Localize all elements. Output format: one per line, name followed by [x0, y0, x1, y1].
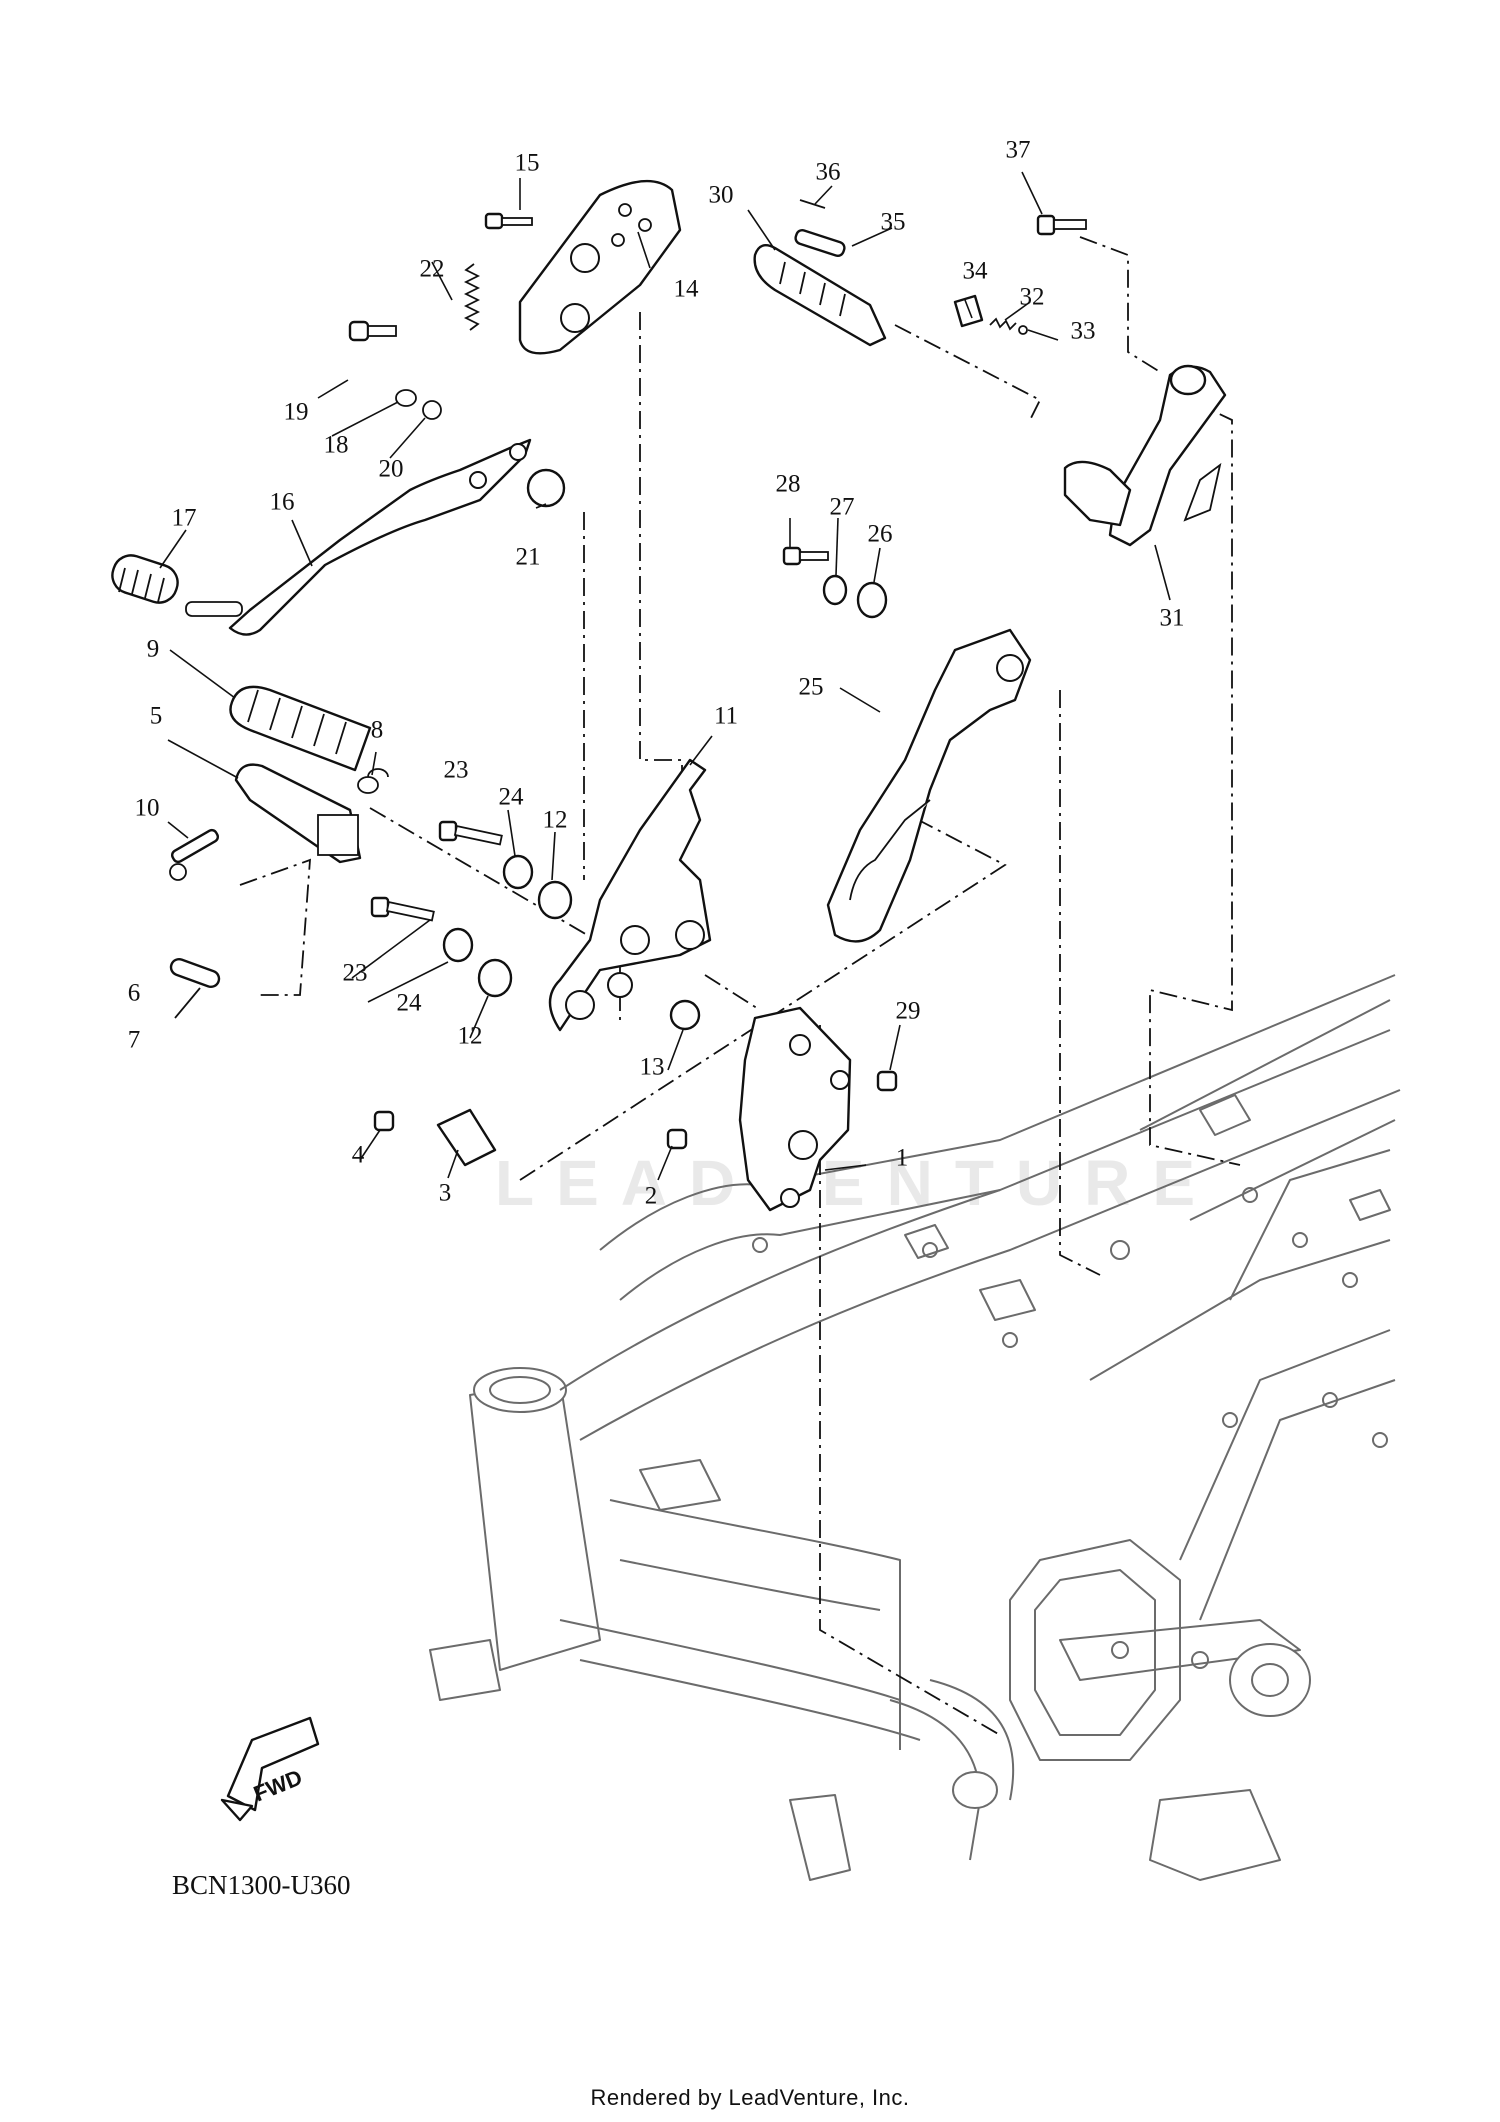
callout-leaders: [159, 171, 1171, 1181]
callout-27[interactable]: 27: [829, 493, 855, 521]
callout-24-lower[interactable]: 24: [396, 989, 422, 1017]
callout-20[interactable]: 20: [378, 455, 404, 483]
callout-33[interactable]: 33: [1070, 317, 1096, 345]
watermark-text: LEADVENTURE: [495, 1147, 1218, 1219]
ball-33: [1018, 325, 1028, 335]
damper-26: [856, 581, 888, 619]
collar-13: [669, 999, 701, 1031]
callout-22[interactable]: 22: [419, 255, 445, 283]
callout-14[interactable]: 14: [673, 275, 699, 303]
washer-24-upper: [502, 854, 534, 890]
callout-23-upper[interactable]: 23: [443, 756, 469, 784]
footpeg-5: [234, 763, 362, 864]
bolt-28: [782, 546, 829, 566]
bolt-23-upper: [438, 820, 503, 846]
diagram-code: BCN1300-U360: [172, 1870, 351, 1900]
callout-1[interactable]: 1: [895, 1144, 909, 1172]
callout-4[interactable]: 4: [351, 1141, 365, 1169]
callout-31[interactable]: 31: [1159, 604, 1185, 632]
callout-21[interactable]: 21: [515, 543, 541, 571]
callout-26[interactable]: 26: [867, 520, 893, 548]
clip-18: [395, 389, 417, 407]
cotter-pin-7: [174, 987, 201, 1019]
rear-footrest-bracket-25: [826, 628, 1032, 943]
callout-23-lower[interactable]: 23: [342, 959, 368, 987]
pin-6: [169, 957, 221, 989]
frame-assembly: [429, 974, 1401, 1881]
callout-12-upper[interactable]: 12: [542, 806, 568, 834]
bolt-19: [348, 320, 397, 342]
collar-27: [822, 574, 848, 606]
bolt-15: [484, 212, 533, 230]
pin-35: [794, 228, 846, 258]
bracket-plate-1: [738, 1006, 852, 1212]
pedal-rubber-17: [111, 554, 179, 604]
cotter-36: [799, 199, 826, 209]
callout-16[interactable]: 16: [269, 488, 295, 516]
callout-13[interactable]: 13: [639, 1053, 665, 1081]
spring-22: [463, 263, 481, 331]
spring-32: [989, 317, 1017, 331]
rendered-by-footer: Rendered by LeadVenture, Inc.: [590, 2085, 910, 2110]
bolt-2: [666, 1128, 688, 1150]
callout-17[interactable]: 17: [171, 504, 197, 532]
pin-10: [169, 828, 220, 881]
callout-6[interactable]: 6: [127, 979, 141, 1007]
callout-34[interactable]: 34: [962, 257, 988, 285]
callout-11[interactable]: 11: [713, 702, 739, 730]
footpeg-rubber-9: [229, 685, 372, 772]
washer-24-lower: [442, 927, 474, 963]
callout-30[interactable]: 30: [708, 181, 734, 209]
callout-18[interactable]: 18: [323, 431, 349, 459]
callout-8[interactable]: 8: [370, 716, 384, 744]
bolt-29: [876, 1070, 898, 1092]
bolt-4: [373, 1110, 395, 1132]
callout-2[interactable]: 2: [644, 1182, 658, 1210]
collar-12-lower: [477, 958, 513, 998]
callout-3[interactable]: 3: [438, 1179, 452, 1207]
callout-32[interactable]: 32: [1019, 283, 1045, 311]
footrest-bracket-11: [548, 758, 712, 1032]
washer-21: [526, 468, 566, 508]
callout-19[interactable]: 19: [283, 398, 309, 426]
bolt-37: [1036, 214, 1087, 236]
footrest-plate-14: [518, 180, 682, 355]
washer-20: [422, 400, 442, 420]
callout-36[interactable]: 36: [815, 158, 841, 186]
callout-15[interactable]: 15: [514, 149, 540, 177]
callout-12-lower[interactable]: 12: [457, 1022, 483, 1050]
callout-24-upper[interactable]: 24: [498, 783, 524, 811]
callout-35[interactable]: 35: [880, 208, 906, 236]
guide-3: [436, 1108, 497, 1167]
callout-5[interactable]: 5: [149, 702, 163, 730]
collar-12-upper: [537, 880, 573, 920]
brake-pedal-16: [185, 438, 532, 636]
callout-37[interactable]: 37: [1005, 136, 1031, 164]
bracket-31: [1063, 364, 1227, 547]
callout-29[interactable]: 29: [895, 997, 921, 1025]
bolt-23-lower: [370, 896, 435, 922]
callout-25[interactable]: 25: [798, 673, 824, 701]
callout-9[interactable]: 9: [146, 635, 160, 663]
spring-8: [357, 768, 389, 794]
callout-10[interactable]: 10: [134, 794, 160, 822]
callout-7[interactable]: 7: [127, 1026, 141, 1054]
rear-footpeg-30: [753, 244, 887, 347]
callout-28[interactable]: 28: [775, 470, 801, 498]
fwd-arrow-icon: [220, 1716, 320, 1822]
